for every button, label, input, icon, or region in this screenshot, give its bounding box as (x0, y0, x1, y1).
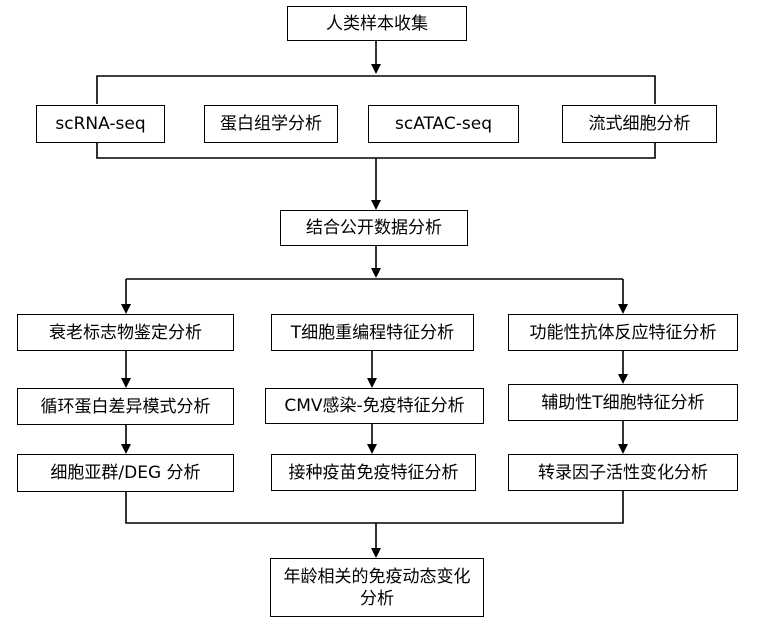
node-age-immune-dynamics: 年龄相关的免疫动态变化分析 (270, 558, 484, 617)
merge-line (125, 491, 624, 524)
node-sample-collection: 人类样本收集 (287, 6, 467, 41)
node-tcell-reprogramming: T细胞重编程特征分析 (271, 314, 474, 351)
node-vaccine-immune: 接种疫苗免疫特征分析 (271, 454, 476, 491)
node-circulating-protein: 循环蛋白差异模式分析 (17, 388, 234, 425)
node-tf-activity: 转录因子活性变化分析 (508, 454, 738, 491)
node-proteomics: 蛋白组学分析 (204, 105, 338, 143)
node-senescence-markers: 衰老标志物鉴定分析 (17, 314, 234, 351)
node-cmv-immune: CMV感染-免疫特征分析 (265, 388, 484, 424)
node-public-data: 结合公开数据分析 (280, 210, 468, 246)
node-scatac-seq: scATAC-seq (368, 105, 519, 143)
node-flow-cytometry: 流式细胞分析 (562, 105, 717, 143)
node-helper-tcell: 辅助性T细胞特征分析 (508, 384, 738, 421)
node-subsets-deg: 细胞亚群/DEG 分析 (17, 454, 234, 492)
bracket-methods-top (96, 75, 656, 104)
bracket-methods-bottom (96, 143, 656, 159)
node-functional-antibody: 功能性抗体反应特征分析 (508, 314, 738, 351)
node-scrna-seq: scRNA-seq (36, 105, 165, 143)
